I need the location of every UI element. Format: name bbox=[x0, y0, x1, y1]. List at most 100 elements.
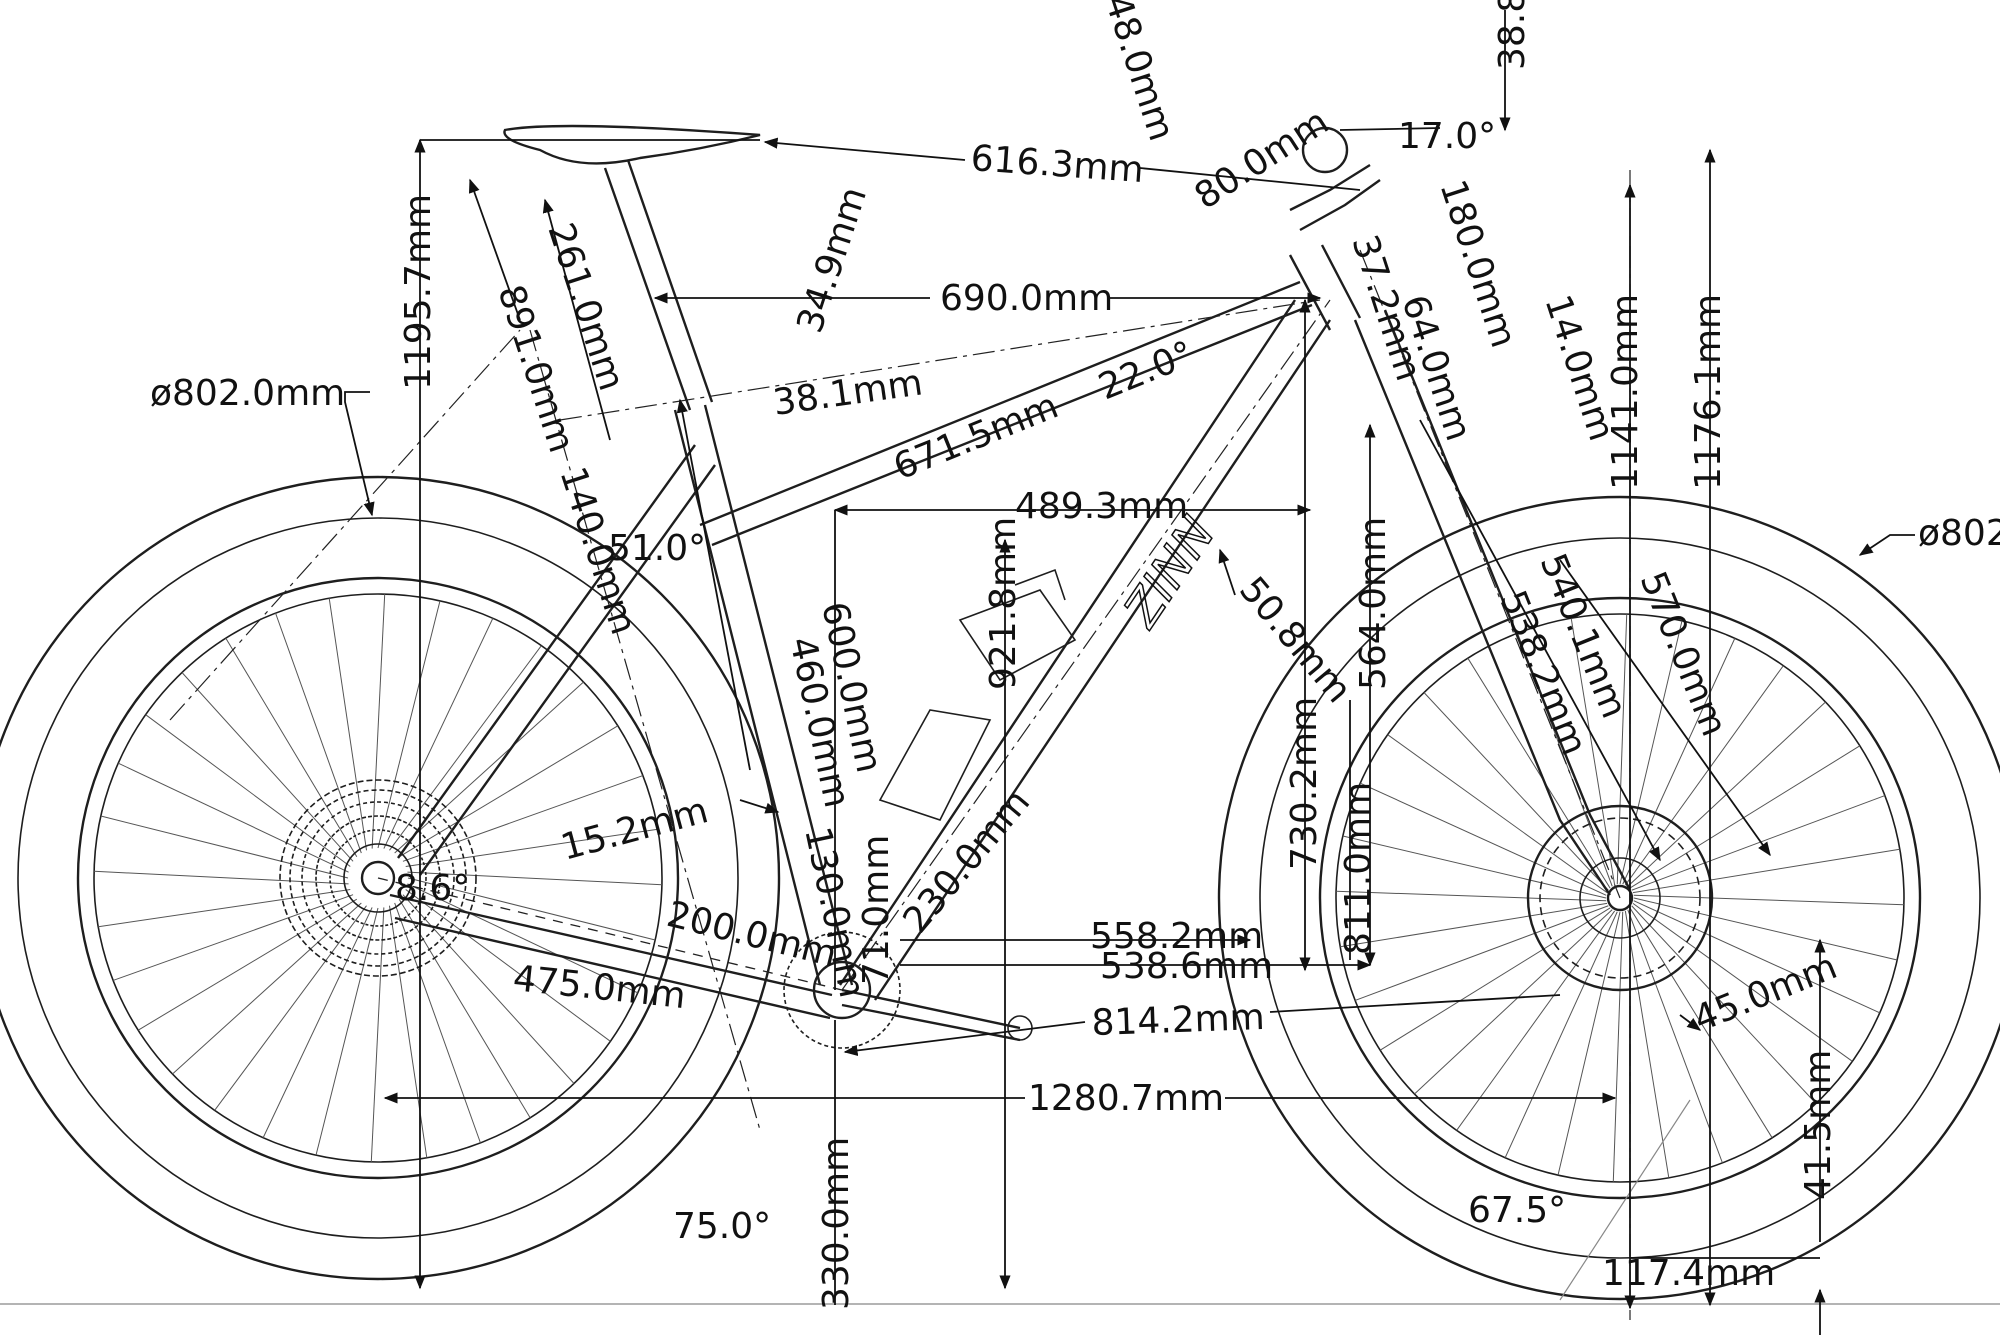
spoke bbox=[1622, 638, 1736, 885]
spoke bbox=[172, 902, 362, 1075]
spoke bbox=[112, 894, 354, 981]
spoke bbox=[407, 877, 656, 941]
spoke bbox=[214, 905, 367, 1111]
dim-stack-top: 38.8 bbox=[1492, 0, 1533, 70]
dim-front-center-horizontal: 558.2mm bbox=[1090, 916, 1263, 957]
spoke bbox=[398, 725, 619, 858]
spoke bbox=[377, 600, 441, 849]
spoke bbox=[1624, 910, 1670, 1178]
bottom-bracket bbox=[812, 960, 872, 1020]
front-rim-outer bbox=[1318, 596, 1922, 1200]
spoke bbox=[1632, 848, 1900, 894]
dim-stack-vertical: 730.2mm bbox=[1284, 697, 1325, 870]
spoke bbox=[1633, 900, 1880, 1014]
spoke bbox=[315, 907, 379, 1156]
spoke bbox=[1570, 618, 1616, 886]
dim-trail: 41.5mm bbox=[1798, 1050, 1839, 1200]
rear-rim-inner bbox=[93, 593, 663, 1163]
rear-tire-inner bbox=[17, 517, 739, 1239]
dim-seat-collar: 38.1mm bbox=[771, 362, 926, 424]
dim-front-center-low: 538.6mm bbox=[1100, 946, 1273, 987]
saddle bbox=[503, 124, 761, 165]
dim-head-angle: 67.5° bbox=[1468, 1190, 1566, 1231]
dimension-labels: ø802.0mm ø802 1195.7mm 616.3mm 80.0mm 17… bbox=[150, 0, 2000, 1310]
rear-tire-outer bbox=[0, 475, 781, 1281]
spoke bbox=[1631, 795, 1886, 891]
dimension-lines bbox=[344, 10, 1915, 1335]
spoke bbox=[1360, 782, 1607, 896]
spoke bbox=[1387, 734, 1608, 894]
cassette bbox=[279, 779, 477, 977]
spoke bbox=[1423, 692, 1609, 891]
dim-front-center: 814.2mm bbox=[1091, 997, 1266, 1044]
spoke bbox=[181, 672, 354, 862]
spoke bbox=[407, 871, 662, 886]
spoke bbox=[94, 870, 349, 885]
spoke bbox=[262, 907, 373, 1138]
dim-crank-arm: 230.0mm bbox=[895, 782, 1038, 941]
spoke bbox=[1632, 902, 1853, 1062]
spoke bbox=[407, 883, 638, 994]
dim-seat-height-vertical: 921.8mm bbox=[983, 517, 1024, 690]
spoke bbox=[98, 888, 351, 928]
spoke bbox=[402, 775, 644, 862]
front-tire-inner bbox=[1259, 537, 1981, 1259]
dim-seat-stay-angle: 51.0° bbox=[608, 528, 706, 569]
dim-stem-length: 80.0mm bbox=[1188, 101, 1336, 217]
spoke bbox=[1342, 835, 1607, 899]
spoke bbox=[1616, 614, 1628, 885]
spoke bbox=[370, 907, 385, 1162]
front-rim-inner bbox=[1335, 613, 1905, 1183]
spoke bbox=[388, 905, 428, 1158]
dim-head-tube-vertical: 564.0mm bbox=[1353, 517, 1394, 690]
bottle-cage bbox=[878, 709, 992, 821]
spoke bbox=[1336, 890, 1607, 902]
front-wheel bbox=[1217, 495, 2000, 1301]
spoke bbox=[405, 889, 611, 1042]
spoke bbox=[1612, 911, 1624, 1182]
spoke bbox=[137, 898, 358, 1031]
spoke bbox=[1631, 905, 1817, 1104]
spoke bbox=[100, 815, 349, 879]
dim-chainstay-length: 475.0mm bbox=[511, 958, 688, 1017]
spoke bbox=[371, 594, 386, 849]
dim-stem-angle: 17.0° bbox=[1398, 116, 1496, 157]
dim-axle-to-crown: 570.0mm bbox=[1632, 566, 1735, 742]
dim-front-trail-horizontal: 117.4mm bbox=[1602, 1253, 1775, 1294]
spoke bbox=[1633, 897, 1898, 961]
spoke bbox=[328, 598, 368, 851]
spoke bbox=[1340, 902, 1608, 948]
dim-wheelbase: 1280.7mm bbox=[1028, 1078, 1224, 1119]
spoke bbox=[1467, 657, 1611, 889]
water-bottle bbox=[958, 568, 1077, 682]
dim-saddle-setback: 616.3mm bbox=[969, 138, 1145, 191]
chainring bbox=[783, 931, 901, 1049]
dim-saddle-height: 1195.7mm bbox=[398, 194, 439, 390]
dim-reach: 489.3mm bbox=[1015, 486, 1188, 527]
dim-bb-to-crown: 811.0mm bbox=[1338, 782, 1379, 955]
spoke bbox=[405, 828, 658, 868]
rear-rim-outer bbox=[76, 576, 680, 1180]
dim-top-tube-length: 690.0mm bbox=[940, 278, 1113, 319]
spoke bbox=[398, 898, 531, 1119]
spoke bbox=[1504, 911, 1618, 1158]
spoke bbox=[1557, 911, 1621, 1176]
dim-handlebar-height: 1141.0mm bbox=[1605, 294, 1646, 490]
dim-top-cut: 48.0mm bbox=[1096, 0, 1181, 146]
spoke bbox=[1629, 745, 1861, 889]
spoke bbox=[394, 902, 481, 1144]
spoke bbox=[275, 612, 362, 854]
dim-seat-angle: 75.0° bbox=[673, 1206, 771, 1247]
dim-down-tube-diameter: 50.8mm bbox=[1231, 569, 1359, 710]
dim-chainring-offset: 15.2mm bbox=[557, 790, 713, 869]
dim-bb-drop-small: 71.0mm bbox=[856, 835, 897, 985]
rear-wheel bbox=[0, 475, 781, 1281]
dim-handlebar-height-total: 1176.1mm bbox=[1688, 294, 1729, 490]
spoke bbox=[1456, 910, 1616, 1131]
spoke bbox=[1633, 894, 1904, 906]
front-tire-outer bbox=[1217, 495, 2000, 1301]
spoke bbox=[225, 637, 358, 858]
dim-cassette-angle: 8.6° bbox=[395, 868, 470, 909]
handlebar bbox=[1301, 126, 1349, 174]
